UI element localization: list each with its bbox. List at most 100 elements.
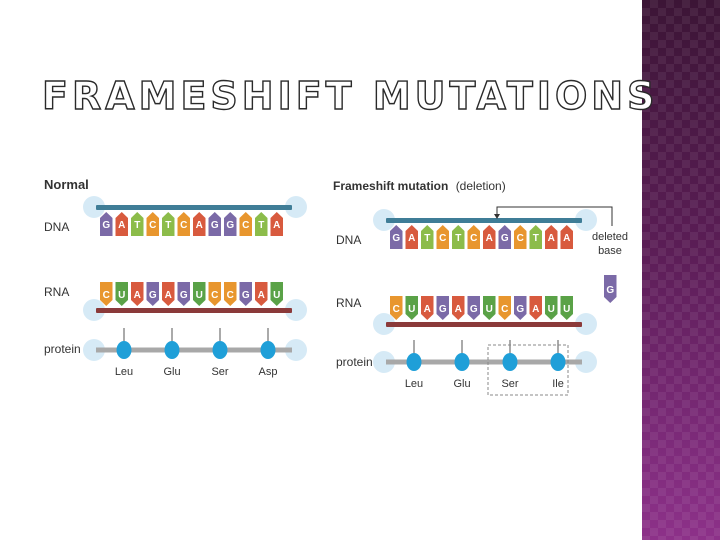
base-shape bbox=[239, 282, 252, 306]
base-letter: A bbox=[424, 304, 431, 315]
base: G bbox=[224, 212, 237, 236]
base: C bbox=[467, 225, 480, 249]
base-shape bbox=[131, 282, 144, 306]
base: U bbox=[405, 296, 418, 320]
amino-acid-label: Ser bbox=[501, 378, 518, 390]
base: T bbox=[131, 212, 144, 236]
strand-end-glow bbox=[83, 339, 105, 361]
base-letter: C bbox=[227, 290, 234, 301]
mutation-rna-label: RNA bbox=[336, 296, 361, 310]
base-letter: C bbox=[180, 220, 187, 231]
base: A bbox=[131, 282, 144, 306]
amino-acid-bead bbox=[116, 341, 132, 359]
base-letter: C bbox=[211, 290, 218, 301]
normal-heading: Normal bbox=[44, 177, 89, 192]
deleted-base-callout: G bbox=[494, 206, 617, 303]
normal-protein-label: protein bbox=[44, 342, 81, 356]
base-letter: G bbox=[501, 233, 509, 244]
base-shape bbox=[193, 282, 206, 306]
base-letter: C bbox=[149, 220, 156, 231]
base: A bbox=[560, 225, 573, 249]
side-band-texture bbox=[642, 0, 720, 540]
mutation-protein-label: protein bbox=[336, 355, 373, 369]
mutation-rna-backbone bbox=[386, 322, 582, 327]
base: G bbox=[239, 282, 252, 306]
base-shape bbox=[604, 275, 617, 303]
base: G bbox=[514, 296, 527, 320]
base-shape bbox=[498, 225, 511, 249]
slide-title: FRAMESHIFT MUTATIONS bbox=[41, 73, 659, 118]
base-letter: C bbox=[103, 290, 110, 301]
base-letter: U bbox=[118, 290, 125, 301]
strand-end-glow bbox=[83, 196, 105, 218]
base-letter: T bbox=[533, 233, 539, 244]
amino-acid-label: Glu bbox=[163, 366, 180, 378]
base: G bbox=[146, 282, 159, 306]
base-letter: A bbox=[408, 233, 415, 244]
base: C bbox=[224, 282, 237, 306]
base: A bbox=[483, 225, 496, 249]
base-shape bbox=[467, 296, 480, 320]
base: U bbox=[270, 282, 283, 306]
base-letter: A bbox=[273, 220, 280, 231]
base-letter: A bbox=[563, 233, 570, 244]
base-shape bbox=[436, 225, 449, 249]
base-shape bbox=[146, 282, 159, 306]
mutation-heading: Frameshift mutation (deletion) bbox=[333, 179, 506, 193]
amino-acid-bead bbox=[406, 353, 422, 371]
base-letter: C bbox=[242, 220, 249, 231]
strand-end-glow bbox=[575, 209, 597, 231]
mutation-heading-normal: (deletion) bbox=[456, 179, 506, 193]
base-shape bbox=[255, 212, 268, 236]
strand-end-glow bbox=[575, 351, 597, 373]
base-letter: C bbox=[439, 233, 446, 244]
strand-end-glow bbox=[373, 209, 395, 231]
base-shape bbox=[208, 212, 221, 236]
base-shape bbox=[529, 296, 542, 320]
base: T bbox=[452, 225, 465, 249]
mutation-dna-backbone bbox=[386, 218, 582, 223]
base: A bbox=[545, 225, 558, 249]
mutation-dna-label: DNA bbox=[336, 233, 361, 247]
base: A bbox=[270, 212, 283, 236]
base: A bbox=[255, 282, 268, 306]
base-letter: T bbox=[455, 233, 461, 244]
base-shape bbox=[162, 212, 175, 236]
changed-codons-box bbox=[487, 344, 569, 396]
base-shape bbox=[146, 212, 159, 236]
base-letter: C bbox=[393, 304, 400, 315]
base-letter: A bbox=[486, 233, 493, 244]
base: A bbox=[529, 296, 542, 320]
base: G bbox=[100, 212, 113, 236]
base-letter: U bbox=[548, 304, 555, 315]
base: G bbox=[604, 275, 617, 303]
base: G bbox=[390, 225, 403, 249]
base: U bbox=[193, 282, 206, 306]
normal-dna-backbone bbox=[96, 205, 292, 210]
amino-acid-label: Glu bbox=[453, 378, 470, 390]
base-shape bbox=[224, 212, 237, 236]
base: A bbox=[452, 296, 465, 320]
base: A bbox=[405, 225, 418, 249]
base-shape bbox=[115, 282, 128, 306]
base-shape bbox=[131, 212, 144, 236]
base-letter: T bbox=[165, 220, 171, 231]
base-letter: U bbox=[273, 290, 280, 301]
base-shape bbox=[208, 282, 221, 306]
base: C bbox=[208, 282, 221, 306]
base-letter: G bbox=[102, 220, 110, 231]
base-letter: A bbox=[455, 304, 462, 315]
amino-acid-label: Ser bbox=[211, 366, 228, 378]
base: G bbox=[498, 225, 511, 249]
deleted-label-line1: deleted bbox=[592, 231, 628, 243]
strand-end-glow bbox=[285, 299, 307, 321]
base-shape bbox=[224, 282, 237, 306]
base-shape bbox=[405, 225, 418, 249]
deleted-label-line2: base bbox=[598, 245, 622, 257]
base: G bbox=[436, 296, 449, 320]
base-letter: C bbox=[517, 233, 524, 244]
base-letter: G bbox=[470, 304, 478, 315]
